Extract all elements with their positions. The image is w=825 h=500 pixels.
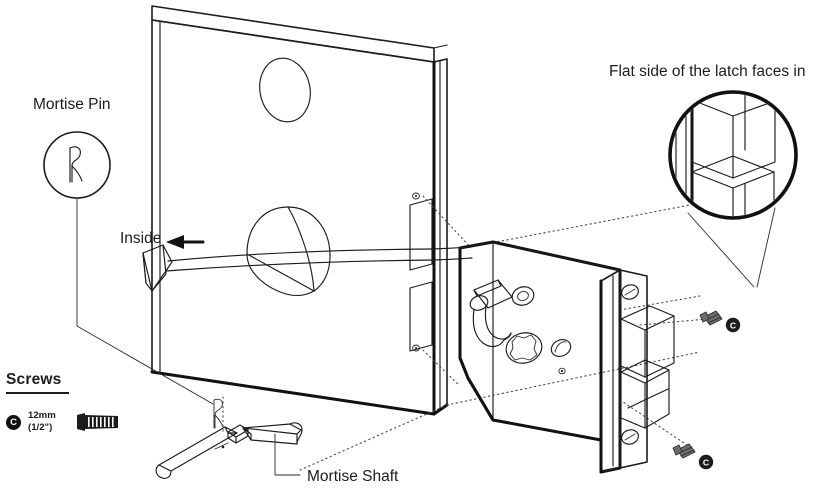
pin-wire (165, 246, 473, 272)
hole-upper (511, 286, 535, 306)
mortise-pin-glyph (69, 146, 83, 183)
latch-bolt (620, 305, 675, 429)
mortise-shaft-leader (274, 433, 301, 476)
spindle-hub (505, 332, 543, 364)
pin-hole (558, 367, 566, 375)
pilot-hole-upper (412, 192, 420, 200)
mortise-shaft (155, 422, 303, 479)
screw-callout-upper: C (699, 310, 741, 333)
label-mortise-pin: Mortise Pin (33, 96, 111, 113)
door-slab (150, 5, 449, 416)
label-inside: Inside (120, 230, 162, 247)
latch-detail-magnifier (668, 90, 798, 288)
screws-legend-row: C 12mm (1/2") (6, 410, 122, 434)
label-flat-side: Flat side of the latch faces in (609, 63, 806, 80)
mortise-lock-body (458, 240, 675, 474)
lock-cam-arm (469, 295, 512, 348)
screw-size-imperial: (1/2") (28, 422, 53, 434)
label-mortise-shaft: Mortise Shaft (307, 468, 399, 485)
screws-legend-underline (6, 392, 69, 395)
screw-icon-lower (672, 443, 696, 459)
faceplate-screw-hole-lower (621, 429, 639, 445)
hole-right (550, 339, 572, 357)
mortise-pin-block (142, 244, 173, 292)
screws-legend: Screws C 12mm (1/2") (6, 371, 122, 434)
screw-icon-upper (699, 310, 723, 326)
screw-marker-lower-text: C (703, 458, 709, 468)
screw-callout-lower: C (672, 443, 714, 470)
screw-marker-badge: C (6, 414, 21, 430)
faceplate-screw-hole-upper (621, 284, 639, 300)
screw-size-metric: 12mm (28, 410, 56, 422)
screws-legend-title: Screws (6, 371, 62, 388)
screw-icon-legend (76, 413, 118, 432)
inside-arrow (166, 235, 205, 249)
screw-size-text: 12mm (1/2") (28, 410, 56, 434)
mortise-pin-small (213, 398, 224, 429)
alignment-guides (222, 195, 719, 471)
mortise-pin-callout (43, 131, 214, 405)
screw-marker-upper-text: C (730, 321, 736, 331)
pilot-hole-lower (412, 344, 420, 352)
